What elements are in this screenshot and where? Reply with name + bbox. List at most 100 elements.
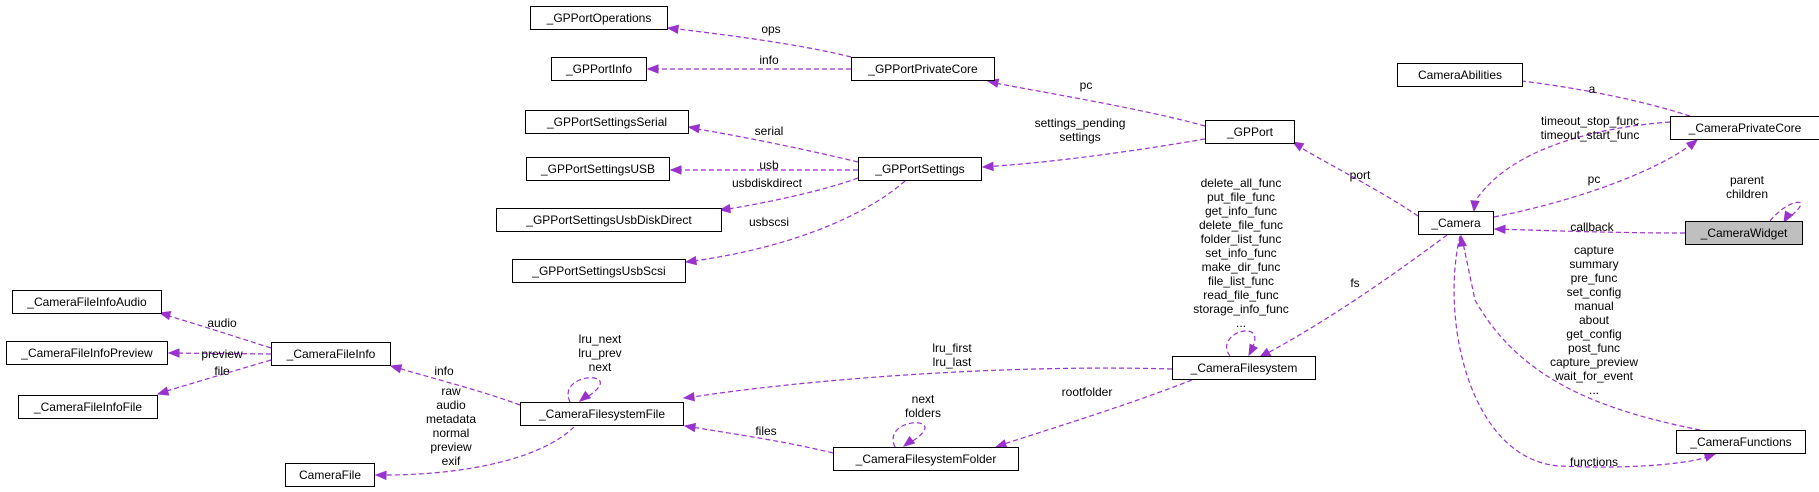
edge-widget-self — [1769, 201, 1802, 222]
edge-label-camfile: raw audio metadata normal preview exif — [425, 384, 477, 468]
node-gpsscsi[interactable]: _GPPortSettingsUsbScsi — [512, 259, 686, 283]
arrowhead-timeout — [1470, 200, 1480, 213]
arrowhead-usb — [669, 165, 682, 175]
edge-label-usbscsi: usbscsi — [748, 215, 790, 229]
edge-functions — [1453, 235, 1713, 468]
edge-lru-self — [567, 377, 601, 403]
node-gpsusb[interactable]: _GPPortSettingsUSB — [526, 157, 670, 181]
node-camfile[interactable]: CameraFile — [285, 463, 375, 487]
arrowhead-files — [683, 422, 697, 433]
edge-label-camfuncs: capture summary pre_func set_config manu… — [1549, 243, 1639, 397]
edge-folder-self — [892, 422, 926, 448]
arrowhead-usbscsi — [684, 255, 698, 266]
edge-label-a: a — [1588, 82, 1596, 96]
edge-label-files: files — [755, 424, 777, 438]
node-gpsdisk[interactable]: _GPPortSettingsUsbDiskDirect — [496, 208, 722, 232]
arrowhead-port — [1291, 141, 1305, 152]
arrowhead-camfile — [374, 470, 387, 481]
edge-label-file: file — [214, 364, 230, 378]
node-camwidget[interactable]: _CameraWidget — [1685, 221, 1803, 245]
edge-label-audio: audio — [207, 316, 237, 330]
arrowhead-audio — [158, 310, 172, 321]
node-cfs[interactable]: _CameraFilesystem — [1172, 356, 1316, 380]
edge-audio — [161, 313, 272, 349]
edge-pc-gp — [989, 81, 1206, 127]
node-gppc[interactable]: _GPPortPrivateCore — [851, 57, 995, 81]
arrowhead-camfuncs — [1457, 234, 1468, 248]
edge-rootfolder — [997, 379, 1193, 447]
node-cfinfo[interactable]: _CameraFileInfo — [271, 342, 391, 366]
edge-label-port: port — [1349, 168, 1371, 182]
arrowhead-settings — [981, 161, 994, 172]
edge-lru — [685, 367, 1173, 399]
arrowhead-pc-cam — [1685, 139, 1699, 151]
arrowhead-functions — [1703, 452, 1717, 462]
edge-camfuncs — [1461, 237, 1701, 431]
edge-label-lru: lru_first lru_last — [932, 341, 972, 369]
edge-files — [685, 425, 834, 454]
edge-a — [1513, 79, 1691, 117]
edge-label-fsfuncs: delete_all_func put_file_func get_info_f… — [1193, 176, 1289, 330]
arrowhead-info — [646, 64, 659, 74]
node-campc[interactable]: _CameraPrivateCore — [1670, 116, 1819, 140]
edge-label-functions: functions — [1569, 455, 1619, 469]
node-gpportinfo[interactable]: _GPPortInfo — [551, 57, 647, 81]
node-camera[interactable]: _Camera — [1418, 211, 1494, 235]
node-camabil[interactable]: CameraAbilities — [1397, 63, 1523, 87]
edge-fsfuncs — [1226, 330, 1256, 357]
edge-port — [1294, 143, 1419, 217]
arrowhead-serial — [687, 123, 701, 134]
arrowhead-lru — [682, 391, 696, 402]
edge-label-timeout: timeout_stop_func timeout_start_func — [1540, 114, 1640, 142]
node-camfuncs[interactable]: _CameraFunctions — [1676, 430, 1806, 454]
edge-label-cfinfo: info — [434, 364, 454, 378]
node-gpport[interactable]: _GPPort — [1205, 120, 1295, 144]
edge-label-folder-self: next folders — [904, 392, 942, 420]
edge-label-usb: usb — [759, 158, 779, 172]
edge-pc-cam — [1493, 140, 1697, 218]
edge-ops — [668, 27, 852, 58]
edge-label-callback: callback — [1570, 220, 1614, 234]
arrowhead-lru-self — [578, 390, 592, 402]
arrowhead-widget-self — [1783, 210, 1794, 224]
edge-cfinfo — [391, 365, 521, 406]
edge-label-info: info — [759, 53, 779, 67]
arrowhead-preview — [167, 348, 180, 358]
edge-usbscsi — [685, 180, 906, 263]
node-cfifile[interactable]: _CameraFileInfoFile — [18, 395, 158, 419]
edge-label-fs: fs — [1350, 276, 1360, 290]
node-gpss[interactable]: _GPPortSettingsSerial — [525, 110, 689, 134]
arrowhead-callback — [1493, 224, 1506, 235]
arrowhead-ops — [666, 24, 680, 35]
node-cfiaudio[interactable]: _CameraFileInfoAudio — [12, 290, 162, 314]
edge-label-lru-self: lru_next lru_prev next — [578, 332, 622, 374]
edge-fs — [1261, 234, 1448, 357]
edge-label-usbdisk: usbdiskdirect — [731, 176, 803, 190]
edge-label-widget-self: parent children — [1725, 173, 1769, 201]
node-cfsfile[interactable]: _CameraFilesystemFile — [520, 402, 684, 426]
node-cfipreview[interactable]: _CameraFileInfoPreview — [6, 341, 168, 365]
edge-camfile — [375, 426, 575, 476]
edge-timeout — [1473, 121, 1671, 210]
edge-label-pc-gp: pc — [1079, 78, 1093, 92]
edge-label-serial: serial — [754, 124, 784, 138]
edge-serial — [689, 127, 859, 163]
arrowhead-fsfuncs — [1248, 343, 1259, 357]
arrowhead-folder-self — [902, 435, 916, 447]
edge-label-preview: preview — [201, 347, 243, 361]
edge-label-rootfolder: rootfolder — [1061, 385, 1113, 399]
node-gpportops[interactable]: _GPPortOperations — [530, 6, 668, 30]
edge-file — [159, 359, 272, 394]
edge-label-pc-cam: pc — [1587, 172, 1601, 186]
arrowhead-cfinfo — [389, 364, 403, 374]
arrowhead-usbdisk — [718, 203, 732, 214]
edge-label-ops: ops — [761, 22, 781, 36]
arrowhead-file — [156, 386, 170, 396]
node-cfsfolder[interactable]: _CameraFilesystemFolder — [833, 447, 1019, 471]
node-gpset[interactable]: _GPPortSettings — [858, 157, 982, 181]
edge-preview — [168, 352, 272, 355]
edge-settings — [982, 138, 1206, 168]
edge-label-settings: settings_pending settings — [1034, 116, 1126, 144]
